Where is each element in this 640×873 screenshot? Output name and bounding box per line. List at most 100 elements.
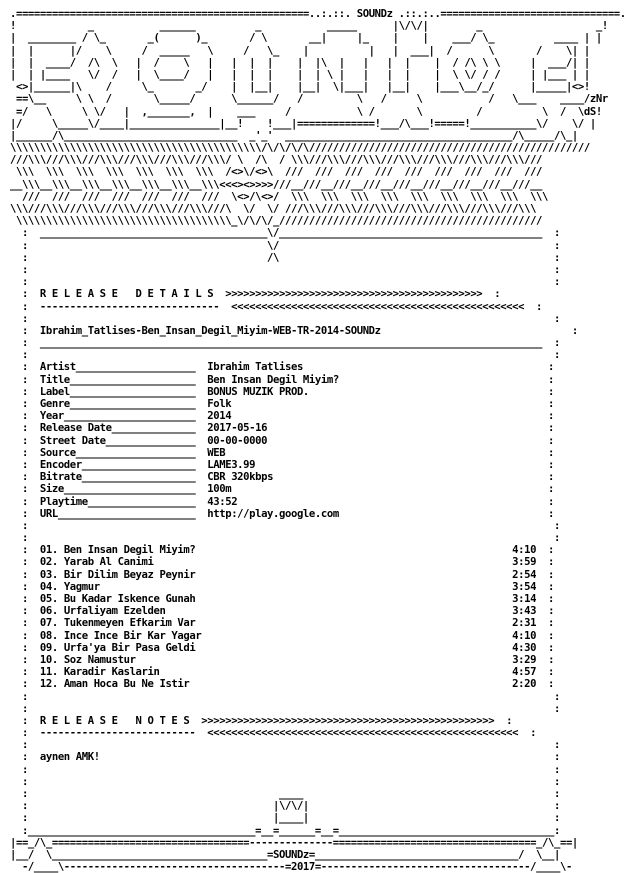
track-row: : 03. Bir Dilim Beyaz Peynir 2:54 : <box>10 568 555 581</box>
detail-row: : Title_____________________ Ben Insan D… <box>10 373 555 386</box>
detail-leader: ____________________ <box>75 446 208 459</box>
logo-line: \\\///\\\///\\\///\\\///\\\///\\\///\ \/… <box>10 203 537 215</box>
track-row: : 05. Bu Kadar Iskence Gunah 3:14 : <box>10 593 555 605</box>
track-title: Urfa'ya Bir Pasa Geldi <box>63 641 196 654</box>
detail-row: : Playtime__________________ 43:52 : <box>10 495 555 508</box>
track-time: 2:20 <box>512 678 537 691</box>
logo-line: __\\\__\\\__\\\__\\\__\\\__\\\__\\\<<<><… <box>10 178 543 191</box>
detail-label: Release Date <box>39 422 112 435</box>
track-number: 10. <box>39 653 58 666</box>
detail-label: Playtime <box>39 495 88 508</box>
track-title: Bir Dilim Beyaz Peynir <box>63 568 196 581</box>
tracklist: : 01. Ben Insan Degil Miyim? 4:10 : : 02… <box>10 544 636 690</box>
footer-line: |==_/\_=================================… <box>10 836 578 849</box>
track-row: : 02. Yarab Al Canimi 3:59 : <box>10 556 555 569</box>
details-list: : Artist____________________ Ibrahim Tat… <box>10 361 636 519</box>
detail-label: Year <box>39 410 64 423</box>
logo-line: : \/ : <box>10 239 560 252</box>
track-number: 03. <box>39 568 58 581</box>
track-number: 06. <box>39 605 58 618</box>
detail-row: : Label_____________________ BONUS MUZIK… <box>10 385 555 398</box>
detail-value: 100m <box>207 483 232 496</box>
detail-value: Folk <box>207 398 232 410</box>
track-title: Tukenmeyen Efkarim Var <box>63 617 196 630</box>
detail-value: BONUS MUZIK PROD. <box>207 385 309 398</box>
nfo-document: .=======================================… <box>10 8 636 873</box>
logo-line: | | |____ \/ / | \____/ | | | | | | \ | … <box>10 68 590 81</box>
detail-value: http://play.google.com <box>207 507 339 520</box>
track-number: 12. <box>39 678 58 691</box>
logo-line: \\\\\\\\\\\\\\\\\\\\\\\\\\\\\\\\\\\\\\\\… <box>10 142 590 155</box>
track-number: 05. <box>39 593 58 605</box>
footer-year: 2017 <box>290 861 315 873</box>
detail-label: Artist <box>39 361 76 374</box>
logo-line: ///\\\///\\\///\\\///\\\///\\\///\\\/ \ … <box>10 154 543 167</box>
detail-value: CBR 320kbps <box>207 471 274 484</box>
track-number: 04. <box>39 580 58 593</box>
track-number: 02. <box>39 556 58 569</box>
track-title: Urfaliyam Ezelden <box>63 605 166 618</box>
track-title: Karadir Kaslarin <box>63 666 160 679</box>
logo-line: |______/\_____________________________ _… <box>10 129 578 142</box>
detail-value: 2017-05-16 <box>207 422 268 435</box>
track-title: Yarab Al Canimi <box>63 556 154 569</box>
logo-line: .=======================================… <box>10 8 626 20</box>
detail-label: Encoder <box>39 458 82 471</box>
track-row: : 11. Karadir Kaslarin 4:57 : <box>10 666 555 679</box>
detail-value: WEB <box>207 446 226 459</box>
track-row: : 06. Urfaliyam Ezelden 3:43 : <box>10 605 555 618</box>
track-time: 3:29 <box>512 653 537 666</box>
logo-line: \\\ \\\ \\\ \\\ \\\ \\\ \\\ /<>\/<>\ ///… <box>10 166 543 179</box>
track-title: Ince Ince Bir Kar Yagar <box>63 629 202 642</box>
detail-label: URL <box>39 507 58 520</box>
detail-label: Street Date <box>39 434 106 447</box>
track-number: 08. <box>39 629 58 642</box>
detail-row: : Street Date_______________ 00-00-0000 … <box>10 434 555 447</box>
track-row: : 10. Soz Namustur 3:29 : <box>10 653 555 666</box>
track-time: 3:54 <box>512 580 537 593</box>
release-details-heading: R E L E A S E D E T A I L S <box>39 288 214 301</box>
detail-leader: ___________________ <box>81 458 208 471</box>
track-time: 2:31 <box>512 617 537 630</box>
detail-leader: ____________________ <box>75 361 208 374</box>
crown-line: : ____ : <box>10 788 560 800</box>
track-title: Soz Namustur <box>63 653 136 666</box>
logo-line: =/ \ \ \/ | ,_______, | ___ / \ / \ / \ … <box>10 105 602 118</box>
footer-line: |__/ \__________________________________… <box>10 848 560 861</box>
footer-line: :______________________________________=… <box>10 824 560 837</box>
track-row: : 04. Yagmur 3:54 : <box>10 580 555 593</box>
detail-leader: _____________________ <box>69 385 208 398</box>
crown-line: : |\/\/| : <box>10 800 560 813</box>
track-title: Yagmur <box>63 580 100 593</box>
release-notes-heading: R E L E A S E N O T E S <box>39 714 190 727</box>
detail-leader: _______________________ <box>57 507 208 520</box>
detail-row: : Release Date______________ 2017-05-16 … <box>10 422 555 435</box>
track-number: 11. <box>39 666 58 679</box>
detail-value: LAME3.99 <box>207 458 256 471</box>
logo-line: : /\ : <box>10 251 560 264</box>
logo-line: /// /// /// /// /// /// /// \<>/\<>/ \\\… <box>10 190 549 203</box>
track-number: 09. <box>39 641 58 654</box>
logo-line: |/ \_____\/____|_______________|__! !___… <box>10 117 596 130</box>
detail-leader: _______________ <box>105 434 208 447</box>
logo-line: | ________ / \_ _( )_ / \ __| |_ | | ___… <box>10 32 602 45</box>
footer-group: SOUNDz <box>273 848 309 861</box>
detail-label: Title <box>39 373 70 386</box>
logo-line: ! _ ______ _ _____ |\/\/| _ _! <box>10 20 608 33</box>
detail-value: Ibrahim Tatlises <box>207 361 303 374</box>
detail-row: : Encoder___________________ LAME3.99 : <box>10 458 555 471</box>
track-time: 4:10 <box>512 544 537 557</box>
detail-row: : Artist____________________ Ibrahim Tat… <box>10 361 555 374</box>
track-time: 3:59 <box>512 556 537 569</box>
release-notes-text: aynen AMK! <box>39 751 100 764</box>
detail-value: 2014 <box>207 410 232 423</box>
footer-line: -/____\---------------------------------… <box>10 861 572 873</box>
logo-line: | | |/ \ / _____ \ / \_ | | | ___| / \ /… <box>10 44 590 57</box>
track-time: 3:14 <box>512 593 537 605</box>
detail-row: : Genre_____________________ Folk : <box>10 398 555 410</box>
track-time: 3:43 <box>512 605 537 618</box>
logo-line: \\\\\\\\\\\\\\\\\\\\\\\\\\\\\\\\\\\\_\/\… <box>10 215 543 228</box>
track-number: 01. <box>39 544 58 557</box>
detail-row: : Year______________________ 2014 : <box>10 410 555 423</box>
logo-line: <>|______|\ / \_ _/ | |__| |__| \|___| |… <box>10 81 590 94</box>
